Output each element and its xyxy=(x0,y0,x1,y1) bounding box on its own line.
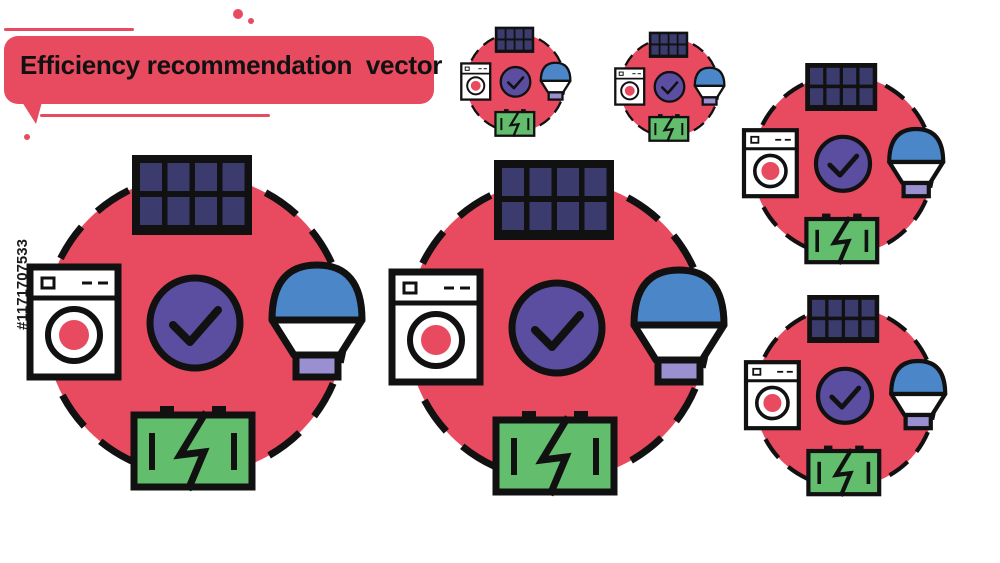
battery-icon xyxy=(806,445,882,497)
light-bulb-icon xyxy=(630,266,728,386)
check-circle-icon xyxy=(815,366,875,425)
banner-top-line xyxy=(4,28,134,31)
check-circle-icon xyxy=(813,134,873,193)
banner-bottom-line xyxy=(40,114,270,117)
efficiency-icon-medium-right-top xyxy=(741,63,946,265)
efficiency-icon-small-top-1 xyxy=(460,26,572,138)
battery-icon xyxy=(130,406,256,492)
icon-group xyxy=(743,295,948,497)
efficiency-icon-small-top-2 xyxy=(614,31,726,143)
solar-panel-icon xyxy=(805,63,878,111)
light-bulb-icon xyxy=(539,61,572,101)
efficiency-icon-large-center xyxy=(388,160,728,497)
efficiency-icon-large-left xyxy=(26,155,366,492)
washing-machine-icon xyxy=(743,360,801,431)
light-bulb-icon xyxy=(693,66,726,106)
washing-machine-icon xyxy=(26,263,122,381)
washing-machine-icon xyxy=(460,62,492,101)
check-circle-icon xyxy=(499,65,532,98)
check-circle-icon xyxy=(508,279,606,377)
washing-machine-icon xyxy=(614,67,646,106)
battery-icon xyxy=(804,213,880,265)
icon-group xyxy=(26,155,366,492)
washing-machine-icon xyxy=(741,128,799,199)
light-bulb-icon xyxy=(268,261,366,381)
check-circle-icon xyxy=(146,274,244,372)
icon-group xyxy=(460,26,572,138)
washing-machine-icon xyxy=(388,268,484,386)
check-circle-icon xyxy=(653,70,686,103)
page-title: Efficiency recommendation vector xyxy=(20,50,443,80)
battery-icon xyxy=(648,114,690,143)
solar-panel-icon xyxy=(807,295,880,343)
solar-panel-icon xyxy=(494,26,535,53)
icon-group xyxy=(388,160,728,497)
banner-tail xyxy=(22,102,42,124)
light-bulb-icon xyxy=(887,126,946,199)
icon-group xyxy=(614,31,726,143)
solar-panel-icon xyxy=(132,155,252,235)
icon-group xyxy=(741,63,946,265)
solar-panel-icon xyxy=(648,31,689,58)
battery-icon xyxy=(492,411,618,497)
solar-panel-icon xyxy=(494,160,614,240)
banner-bottom-dot xyxy=(24,134,30,140)
title-banner xyxy=(4,36,434,104)
light-bulb-icon xyxy=(889,358,948,431)
banner-dot-small xyxy=(248,18,254,24)
banner-dot-large xyxy=(233,9,243,19)
efficiency-icon-medium-right-bottom xyxy=(743,295,948,497)
battery-icon xyxy=(494,109,536,138)
